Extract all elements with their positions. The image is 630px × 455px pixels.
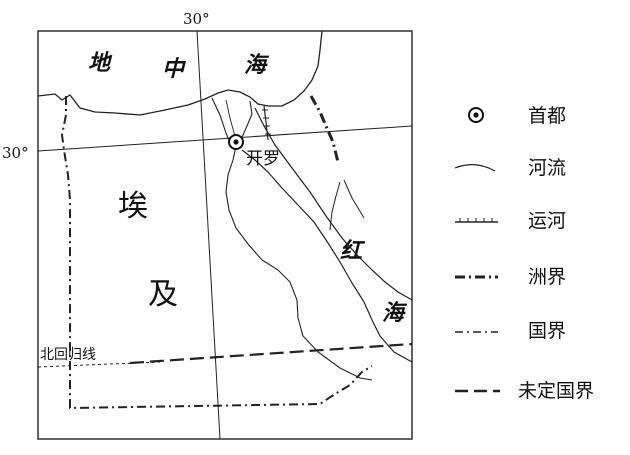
- mediterranean-coastline: [37, 30, 323, 116]
- capital-marker-inner: [233, 139, 239, 145]
- suez-canal: [263, 105, 269, 141]
- suez-canal-ticks: [262, 109, 271, 135]
- nile-river: [225, 145, 373, 381]
- legend-capital-label: 首都: [528, 105, 566, 127]
- sea-label-2: 中: [162, 56, 186, 82]
- gulf-aqaba-east: [343, 179, 365, 219]
- latitude-label: 30°: [2, 144, 29, 162]
- legend-canal-ticks: [459, 218, 493, 222]
- undefined-boundary: [129, 342, 413, 365]
- legend-continent-label: 洲界: [528, 266, 566, 288]
- continent-boundary: [309, 95, 340, 163]
- legend-undefined-label: 未定国界: [518, 380, 594, 402]
- national-boundary-west: [60, 96, 373, 410]
- gulf-of-aqaba: [329, 181, 341, 231]
- legend-river-symbol: [454, 164, 496, 172]
- legend-national-label: 国界: [528, 320, 566, 342]
- sea-label-3: 海: [244, 52, 270, 78]
- legend-canal-label: 运河: [528, 210, 566, 232]
- longitude-label: 30°: [183, 10, 210, 28]
- red-sea-label-1: 红: [340, 238, 366, 264]
- country-label-2: 及: [148, 277, 178, 312]
- country-label-1: 埃: [118, 189, 148, 224]
- sea-label-1: 地: [88, 50, 113, 76]
- tropic-label: 北回归线: [40, 346, 96, 363]
- latitude-line-30: [37, 125, 413, 152]
- red-sea-label-2: 海: [382, 300, 408, 326]
- delta-branch: [225, 99, 237, 141]
- legend-capital-dot: [473, 112, 479, 118]
- longitude-line-30: [196, 30, 221, 440]
- capital-label: 开罗: [246, 149, 280, 169]
- red-sea-east-shore: [254, 107, 413, 301]
- red-sea-west-shore: [241, 149, 413, 363]
- map-frame: [37, 30, 413, 440]
- tropic-of-cancer: [37, 361, 161, 368]
- legend-river-label: 河流: [528, 157, 566, 179]
- legend: 首都 河流 运河 洲界 国界 未定国界: [454, 105, 594, 402]
